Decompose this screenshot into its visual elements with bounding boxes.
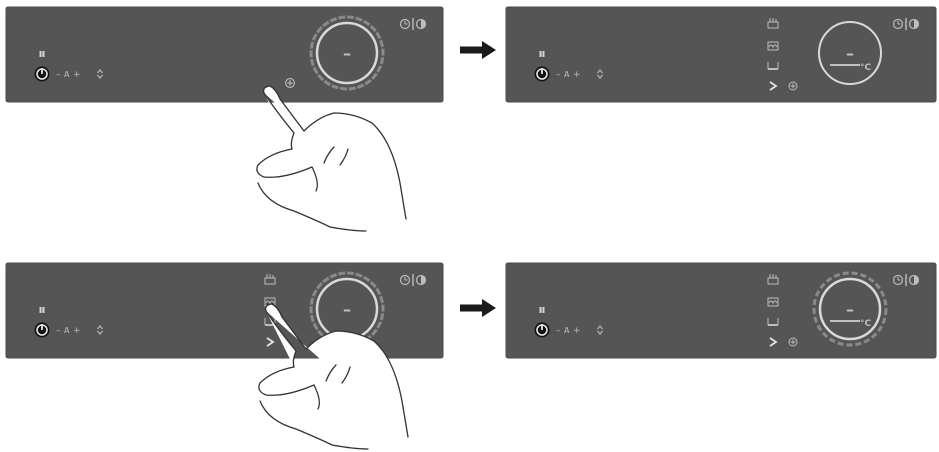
lock-icon bbox=[40, 51, 45, 57]
lock-icon bbox=[540, 307, 545, 313]
ring-segment bbox=[381, 296, 383, 303]
lock-icon bbox=[40, 307, 45, 313]
minus-label: – bbox=[556, 326, 561, 336]
zone-display-value: – bbox=[846, 44, 854, 63]
lock-icon bbox=[540, 51, 545, 57]
power-icon bbox=[535, 323, 550, 338]
power-level-label: –A+ bbox=[56, 70, 81, 80]
ring-segment bbox=[347, 273, 354, 274]
minus-label: – bbox=[56, 326, 61, 336]
power-level-label: –A+ bbox=[56, 326, 81, 336]
minus-label: – bbox=[56, 70, 61, 80]
ring-segment bbox=[338, 273, 345, 274]
zone-display-value: – bbox=[343, 44, 351, 63]
power-level-label: –A+ bbox=[556, 326, 581, 336]
plus-label: + bbox=[573, 70, 581, 80]
power-icon bbox=[35, 323, 50, 338]
power-icon bbox=[535, 67, 550, 82]
hob-panel-2b: –A+–°C bbox=[506, 263, 936, 358]
plus-label: + bbox=[73, 70, 81, 80]
ring-segment bbox=[340, 88, 347, 89]
plus-label: + bbox=[573, 326, 581, 336]
power-level-label: –A+ bbox=[556, 70, 581, 80]
ring-segment bbox=[311, 42, 312, 49]
a-label: A bbox=[64, 70, 70, 79]
a-label: A bbox=[564, 70, 570, 79]
ring-segment bbox=[338, 17, 345, 18]
ring-segment bbox=[381, 57, 382, 64]
ring-segment bbox=[312, 59, 314, 66]
hob-panel-1b: –A+–°C bbox=[506, 7, 936, 102]
zone-display-value: – bbox=[343, 300, 351, 319]
arrow-right-icon bbox=[460, 41, 496, 59]
hob-panel-1a: –A+– bbox=[6, 7, 443, 102]
panel-surface bbox=[506, 7, 936, 102]
ring-segment bbox=[347, 17, 354, 18]
arrow-right-icon bbox=[460, 299, 496, 317]
ring-segment bbox=[349, 88, 356, 89]
minus-label: – bbox=[556, 70, 561, 80]
zone-display-value: – bbox=[846, 300, 854, 319]
hand-icon bbox=[257, 86, 406, 231]
ring-segment bbox=[381, 40, 383, 47]
temperature-unit: °C bbox=[860, 63, 872, 73]
temperature-unit: °C bbox=[860, 319, 872, 329]
power-icon bbox=[35, 67, 50, 82]
ring-segment bbox=[311, 298, 312, 305]
plus-label: + bbox=[73, 326, 81, 336]
a-label: A bbox=[564, 326, 570, 335]
ring-segment bbox=[312, 315, 314, 322]
a-label: A bbox=[64, 326, 70, 335]
panel-surface bbox=[506, 263, 936, 358]
ring-segment bbox=[381, 313, 382, 320]
